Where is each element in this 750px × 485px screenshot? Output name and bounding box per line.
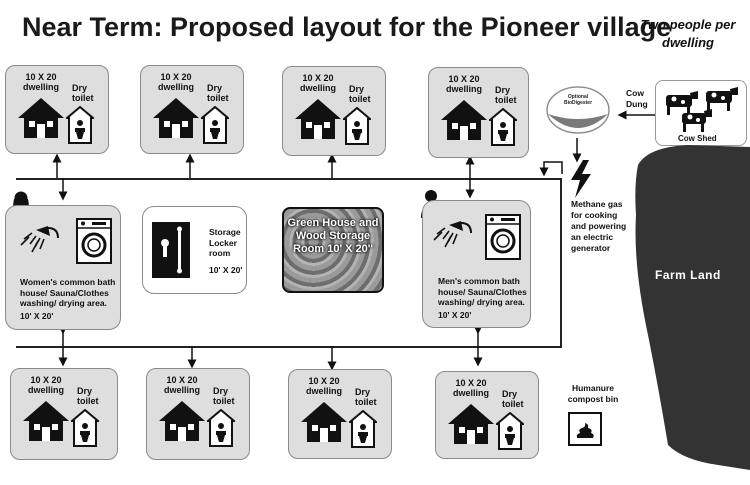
- house-icon: [23, 401, 69, 441]
- farm-land-label: Farm Land: [655, 268, 721, 282]
- occupancy-note: Two people per dwelling: [640, 17, 736, 50]
- greenhouse-box: Green House and Wood Storage Room 10' X …: [282, 207, 384, 293]
- biodigester-label: Optional BioDigester: [563, 94, 593, 106]
- farm-land-shape: [635, 145, 750, 470]
- house-icon: [18, 98, 64, 138]
- dry-toilet-label: Dry toilet: [502, 389, 524, 409]
- dry-toilet-icon: [207, 409, 235, 447]
- dry-toilet-icon: [496, 412, 524, 450]
- dwelling-card-top-1: 10 X 20 dwelling Dry toilet: [5, 65, 109, 154]
- dry-toilet-label: Dry toilet: [213, 386, 235, 406]
- dwelling-label: 10 X 20 dwelling: [306, 376, 342, 396]
- house-icon: [295, 99, 341, 139]
- page-title: Near Term: Proposed layout for the Pione…: [22, 12, 672, 42]
- storage-locker-card: Storage Locker room 10' X 20': [142, 206, 247, 294]
- house-icon: [441, 100, 487, 140]
- womens-bath-size: 10' X 20': [20, 311, 54, 321]
- dwelling-label: 10 X 20 dwelling: [158, 72, 194, 92]
- washing-machine-icon: [76, 218, 112, 264]
- dwelling-card-bottom-2: 10 X 20 dwelling Dry toilet: [146, 368, 250, 460]
- dwelling-card-bottom-4: 10 X 20 dwelling Dry toilet: [435, 371, 539, 459]
- dry-toilet-label: Dry toilet: [349, 84, 371, 104]
- dry-toilet-icon: [349, 410, 377, 448]
- dry-toilet-icon: [489, 108, 517, 146]
- dwelling-label: 10 X 20 dwelling: [23, 72, 59, 92]
- cow-icon: [666, 87, 738, 132]
- greenhouse-label: Green House and Wood Storage Room 10' X …: [287, 217, 379, 255]
- cow-shed-label: Cow Shed: [678, 134, 717, 143]
- storage-label: Storage Locker room: [209, 227, 241, 258]
- dry-toilet-label: Dry toilet: [207, 83, 229, 103]
- womens-bath-card: Women's common bath house/ Sauna/Clothes…: [5, 205, 121, 330]
- dwelling-label: 10 X 20 dwelling: [300, 73, 336, 93]
- compost-bin-icon: [568, 412, 602, 446]
- storage-size: 10' X 20': [209, 265, 243, 275]
- dry-toilet-label: Dry toilet: [495, 85, 517, 105]
- dwelling-label: 10 X 20 dwelling: [446, 74, 482, 94]
- dwelling-card-bottom-1: 10 X 20 dwelling Dry toilet: [10, 368, 118, 460]
- mens-bath-label: Men's common bath house/ Sauna/Clothes w…: [438, 276, 527, 307]
- dry-toilet-label: Dry toilet: [72, 83, 94, 103]
- dwelling-label: 10 X 20 dwelling: [164, 375, 200, 395]
- washing-machine-icon: [485, 214, 521, 260]
- shower-icon: [433, 221, 472, 248]
- cow-shed-card: [655, 80, 747, 146]
- dry-toilet-label: Dry toilet: [355, 387, 377, 407]
- house-icon: [153, 98, 199, 138]
- top-path-line: [16, 178, 562, 180]
- cow-dung-label: Cow Dung: [626, 88, 648, 109]
- bottom-path-line: [16, 346, 562, 348]
- locker-icon: [152, 222, 190, 278]
- dry-toilet-icon: [201, 106, 229, 144]
- house-icon: [159, 401, 205, 441]
- dry-toilet-label: Dry toilet: [77, 386, 99, 406]
- lightning-icon: [571, 160, 591, 198]
- mens-bath-size: 10' X 20': [438, 310, 472, 320]
- dry-toilet-icon: [71, 409, 99, 447]
- dry-toilet-icon: [343, 107, 371, 145]
- dwelling-card-top-2: 10 X 20 dwelling Dry toilet: [140, 65, 244, 154]
- dwelling-card-top-4: 10 X 20 dwelling Dry toilet: [428, 67, 529, 158]
- methane-label: Methane gas for cooking and powering an …: [571, 199, 627, 253]
- womens-bath-label: Women's common bath house/ Sauna/Clothes…: [20, 277, 116, 308]
- dwelling-card-top-3: 10 X 20 dwelling Dry toilet: [282, 66, 386, 156]
- right-path-line: [560, 178, 562, 348]
- shower-icon: [20, 226, 59, 253]
- dry-toilet-icon: [66, 106, 94, 144]
- dwelling-label: 10 X 20 dwelling: [28, 375, 64, 395]
- house-icon: [448, 404, 494, 444]
- mens-bath-card: Men's common bath house/ Sauna/Clothes w…: [422, 200, 531, 328]
- dwelling-label: 10 X 20 dwelling: [453, 378, 489, 398]
- biodigester-icon: [546, 86, 610, 134]
- humanure-label: Humanure compost bin: [567, 383, 619, 404]
- dwelling-card-bottom-3: 10 X 20 dwelling Dry toilet: [288, 369, 392, 459]
- house-icon: [301, 402, 347, 442]
